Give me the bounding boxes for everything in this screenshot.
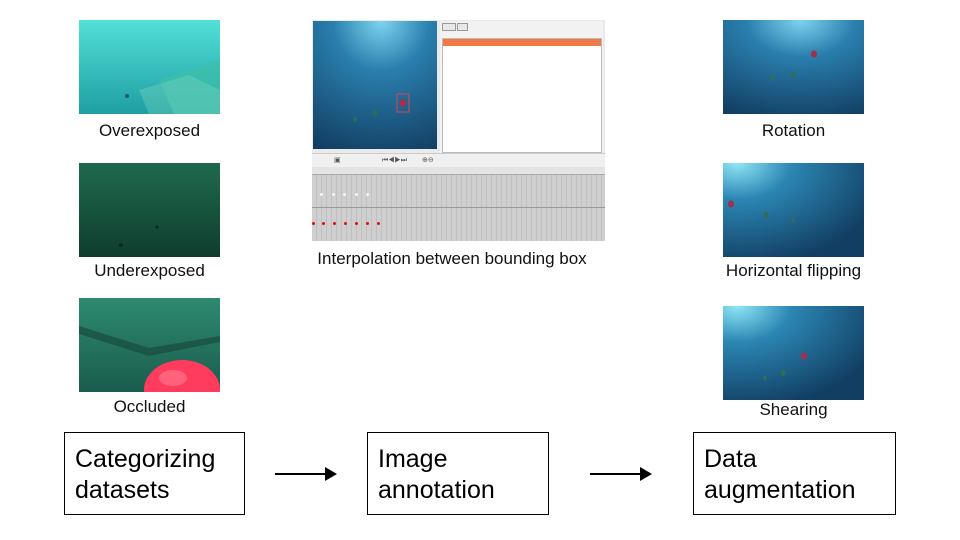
occluded-image	[79, 298, 220, 392]
panel-tab[interactable]	[442, 23, 457, 31]
image-annotation-label: Image annotation	[378, 445, 495, 504]
keyframe-marker[interactable]	[322, 222, 325, 225]
zoom-controls-icon[interactable]: ⊕⊖	[422, 157, 434, 164]
interpolation-caption: Interpolation between bounding box	[317, 249, 587, 268]
keyframe-marker[interactable]	[333, 222, 336, 225]
interpolated-frame	[366, 193, 369, 196]
rotation-image	[723, 20, 864, 114]
panel-tab[interactable]	[457, 23, 468, 31]
keyframe-marker[interactable]	[366, 222, 369, 225]
arrow-icon	[275, 467, 337, 481]
categorizing-datasets-label: Categorizing datasets	[75, 445, 216, 504]
horizontal-flipping-caption: Horizontal flipping	[725, 261, 862, 280]
attributes-panel	[440, 21, 603, 153]
overexposed-caption: Overexposed	[98, 121, 201, 140]
data-augmentation-box: Data augmentation	[693, 432, 896, 515]
keyframe-timeline[interactable]	[312, 167, 605, 241]
keyframe-marker[interactable]	[312, 222, 315, 225]
keyframe-marker[interactable]	[355, 222, 358, 225]
interpolated-frame	[355, 193, 358, 196]
shearing-caption: Shearing	[759, 400, 828, 419]
timeline-ruler	[312, 167, 605, 175]
keyframe-marker[interactable]	[344, 222, 347, 225]
playback-toolbar: ▣ ⏮◀▶⏭ ⊕⊖	[312, 153, 605, 167]
underexposed-image	[79, 163, 220, 257]
rotation-caption: Rotation	[761, 121, 826, 140]
horizontal-flipping-image	[723, 163, 864, 257]
annotation-tool-screenshot: ▣ ⏮◀▶⏭ ⊕⊖	[312, 20, 605, 241]
video-frame	[313, 21, 437, 149]
track-divider	[312, 207, 605, 208]
arrow-icon	[590, 467, 652, 481]
playback-controls-icon[interactable]: ⏮◀▶⏭	[382, 157, 408, 164]
interpolated-frame	[343, 193, 346, 196]
categorizing-datasets-box: Categorizing datasets	[64, 432, 245, 515]
overexposed-image	[79, 20, 220, 114]
selected-label-row[interactable]	[443, 39, 601, 46]
data-augmentation-label: Data augmentation	[704, 445, 856, 504]
lock-icon[interactable]: ▣	[334, 157, 341, 164]
label-list	[442, 38, 602, 153]
image-annotation-box: Image annotation	[367, 432, 549, 515]
underexposed-caption: Underexposed	[94, 261, 205, 280]
occluded-caption: Occluded	[113, 397, 186, 416]
keyframe-marker[interactable]	[377, 222, 380, 225]
interpolated-frame	[332, 193, 335, 196]
interpolated-frame	[320, 193, 323, 196]
shearing-image	[723, 306, 864, 400]
